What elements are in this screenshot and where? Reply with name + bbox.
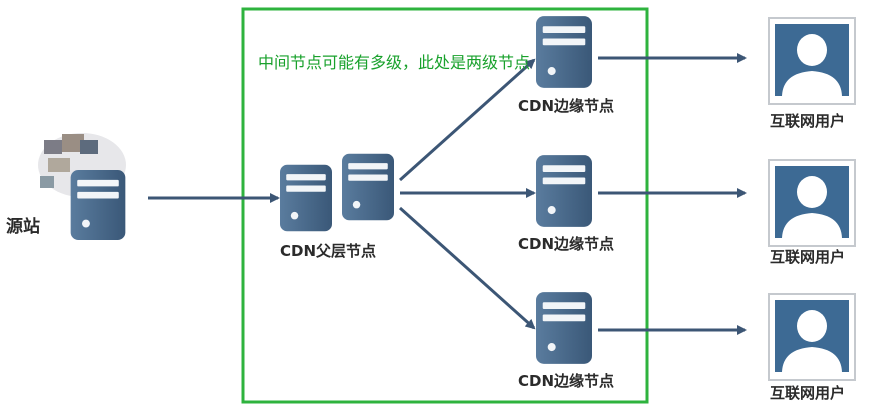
parent-server-pair-icon [280,153,394,232]
edge-node-mid-label: CDN边缘节点 [518,235,615,253]
multi-level-note: 中间节点可能有多级，此处是两级节点 [258,53,531,72]
user-top-label: 互联网用户 [770,112,846,130]
parent-node-label: CDN父层节点 [280,242,377,260]
user-top-icon [767,16,857,106]
arrow-parent-to-edge-top [398,58,536,182]
user-mid-label: 互联网用户 [770,248,846,266]
edge-server-bot-icon [536,292,592,364]
user-bot-label: 互联网用户 [770,384,846,402]
user-mid-icon [767,158,857,248]
edge-node-bot-label: CDN边缘节点 [518,372,615,390]
arrow-parent-to-edge-bot [398,206,536,330]
origin-label: 源站 [6,217,40,237]
edge-node-top-label: CDN边缘节点 [518,97,615,115]
origin-server-icon [38,133,126,240]
multi-level-node-box [241,7,649,404]
edge-server-mid-icon [536,155,592,227]
user-bot-icon [767,292,857,382]
edge-server-top-icon [536,16,592,88]
